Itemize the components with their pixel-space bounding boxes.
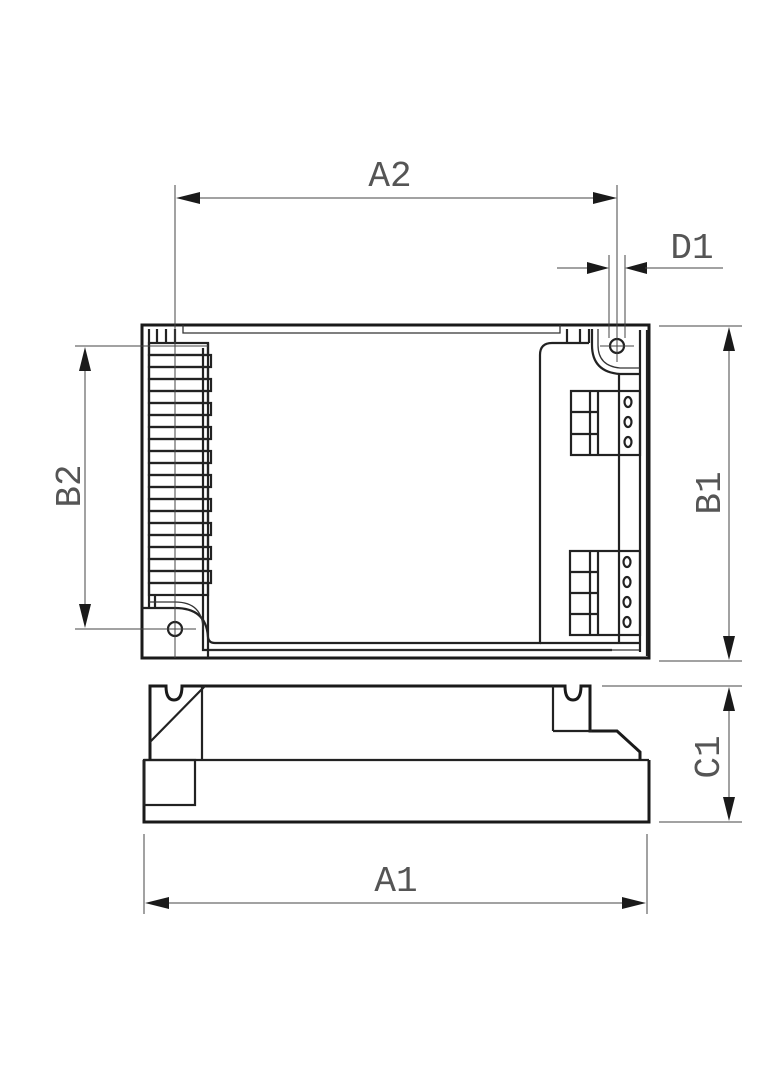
- label-C1: C1: [689, 735, 730, 778]
- label-B2: B2: [50, 464, 91, 507]
- side-view: [142, 684, 651, 824]
- label-B1: B1: [690, 471, 731, 514]
- label-D1: D1: [670, 228, 713, 269]
- top-view: [140, 185, 651, 660]
- heatsink-fins: [147, 341, 213, 608]
- dimension-A2: A2: [176, 156, 618, 330]
- terminal-block-top: [569, 389, 642, 457]
- label-A1: A1: [374, 861, 417, 902]
- dimension-B1: B1: [659, 325, 742, 662]
- dimension-C1: C1: [602, 685, 742, 823]
- housing-outline: [140, 323, 651, 660]
- dimension-B2: B2: [50, 345, 208, 630]
- dimension-A1: A1: [143, 834, 648, 914]
- label-A2: A2: [368, 156, 411, 197]
- dimension-D1: D1: [557, 228, 723, 338]
- terminal-block-bottom: [568, 549, 642, 637]
